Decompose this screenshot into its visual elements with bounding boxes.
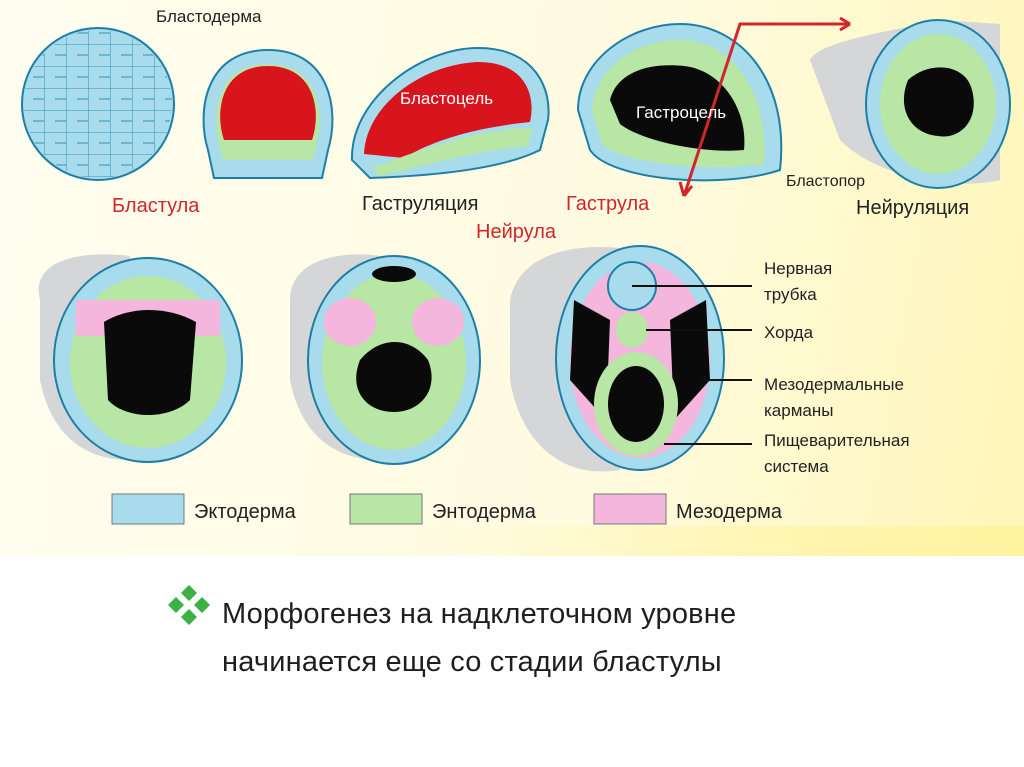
- blastula-sphere: [21, 27, 175, 181]
- callout-lines: [632, 285, 752, 445]
- legend-swatch-mesoderm: [593, 493, 667, 525]
- embryo-development-diagram: Бластодерма Бластула Бластоцель Гаструля…: [21, 7, 1011, 525]
- legend-label-ectoderm: Эктодерма: [194, 501, 297, 523]
- callout-digestive-system-2: система: [764, 457, 829, 476]
- label-blastula: Бластула: [112, 195, 200, 217]
- gastrulation-section: [350, 46, 550, 180]
- callout-mesodermal-pockets-2: карманы: [764, 401, 833, 420]
- label-gastrulation: Гаструляция: [362, 193, 478, 215]
- neurula-section-2: [290, 254, 481, 465]
- blastula-section: [202, 48, 334, 179]
- label-gastrula: Гаструла: [566, 193, 650, 215]
- callout-digestive-system-1: Пищеварительная: [764, 431, 910, 450]
- bullet-text-line-2: начинается еще со стадии бластулы: [222, 646, 722, 678]
- neurulation-section: [810, 19, 1011, 189]
- callout-mesodermal-pockets-1: Мезодермальные: [764, 375, 904, 394]
- label-blastopore: Бластопор: [786, 173, 865, 190]
- legend-label-endoderm: Энтодерма: [432, 501, 537, 523]
- gastrula-section: [576, 22, 783, 182]
- section-arrow: [678, 16, 851, 197]
- legend-swatch-ectoderm: [111, 493, 185, 525]
- legend-swatch-endoderm: [349, 493, 423, 525]
- label-neurulation: Нейруляция: [856, 197, 969, 219]
- callout-neural-tube-1: Нервная: [764, 259, 832, 278]
- figure-panel: Бластодерма Бластула Бластоцель Гаструля…: [0, 0, 1024, 556]
- neurula-section-3: [510, 245, 725, 472]
- diamond-cluster-icon: [168, 585, 210, 625]
- legend-label-mesoderm: Мезодерма: [676, 501, 783, 523]
- legend: Эктодерма Энтодерма Мезодерма: [111, 493, 783, 525]
- callout-notochord: Хорда: [764, 323, 814, 342]
- callout-neural-tube-2: трубка: [764, 285, 817, 304]
- bullet-text-line-1: Морфогенез на надклеточном уровне: [222, 598, 737, 630]
- label-blastocoel: Бластоцель: [400, 89, 493, 108]
- label-gastrocoel: Гастроцель: [636, 103, 726, 122]
- label-blastoderm: Бластодерма: [156, 7, 262, 26]
- label-neurula: Нейрула: [476, 221, 557, 243]
- neurula-section-1: [38, 254, 243, 463]
